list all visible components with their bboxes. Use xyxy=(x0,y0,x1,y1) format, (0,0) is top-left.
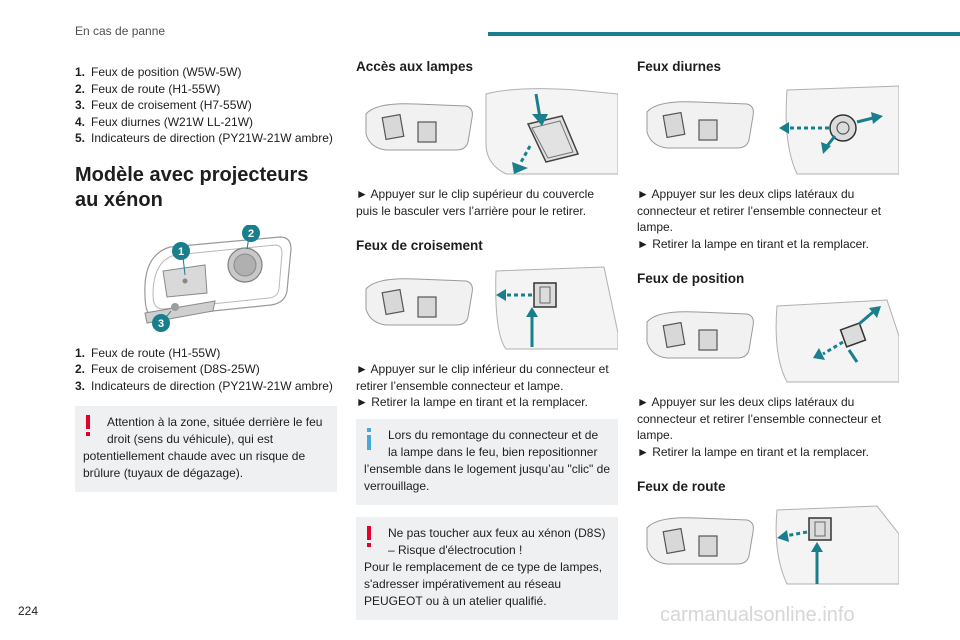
list-item: 1.Feux de route (H1-55W) xyxy=(75,345,221,360)
warning-note-xenon: Ne pas toucher aux feux au xénon (D8S) –… xyxy=(356,516,618,620)
svg-text:1: 1 xyxy=(178,246,184,258)
position-diagram xyxy=(646,299,899,383)
list-item: 3.Indicateurs de direction (PY21W-21W am… xyxy=(75,378,333,393)
bulb-list-standard: 1.Feux de position (W5W-5W) 2.Feux de ro… xyxy=(75,64,337,147)
warning-icon xyxy=(367,525,371,547)
position-figure xyxy=(637,296,899,384)
high-beam-figure xyxy=(637,504,899,586)
high-beam-diagram xyxy=(646,505,899,585)
xenon-section-title: Modèle avec projecteurs au xénon xyxy=(75,163,309,211)
list-item: 4.Feux diurnes (W21W LL-21W) xyxy=(75,114,254,129)
running-header: En cas de panne xyxy=(75,24,166,38)
list-item: 2.Feux de route (H1-55W) xyxy=(75,81,221,96)
position-section-title: Feux de position xyxy=(637,271,745,286)
low-beam-section-title: Feux de croisement xyxy=(356,238,483,253)
info-note-reassembly: Lors du remontage du connecteur et de la… xyxy=(356,418,618,505)
headlamp-diagram: 1 2 3 xyxy=(144,224,292,332)
access-instruction: ► Appuyer sur le clip supérieur du couve… xyxy=(356,187,594,218)
svg-text:3: 3 xyxy=(158,318,164,330)
callout-1: 1 xyxy=(172,241,190,260)
callout-3: 3 xyxy=(152,313,170,332)
drl-figure xyxy=(637,84,899,176)
svg-text:2: 2 xyxy=(248,228,254,240)
list-item: 3.Feux de croisement (H7-55W) xyxy=(75,98,252,112)
xenon-headlamp-figure: 1 2 3 xyxy=(75,224,337,333)
warning-note-hot-zone: Attention à la zone, située derrière le … xyxy=(75,406,337,492)
drl-section-title: Feux diurnes xyxy=(637,59,722,74)
low-beam-instruction-1: ► Appuyer sur le clip inférieur du conne… xyxy=(356,362,609,393)
column-middle: Accès aux lampes ► Appuyer sur le clip s… xyxy=(356,58,618,620)
column-right: Feux diurnes ► Appuyer sur les deux clip… xyxy=(637,58,899,586)
info-icon xyxy=(367,427,371,450)
list-item: 2.Feux de croisement (D8S-25W) xyxy=(75,362,260,376)
low-beam-figure xyxy=(356,263,618,351)
warning-icon xyxy=(86,415,90,436)
list-item: 1.Feux de position (W5W-5W) xyxy=(75,65,242,79)
position-instruction-2: ► Retirer la lampe en tirant et la rempl… xyxy=(637,444,869,459)
position-instruction-1: ► Appuyer sur les deux clips latéraux du… xyxy=(637,395,882,442)
watermark: carmanualsonline.info xyxy=(660,604,855,626)
low-beam-instruction-2: ► Retirer la lampe en tirant et la rempl… xyxy=(356,395,588,409)
header-accent-bar xyxy=(488,32,960,36)
list-item: 5.Indicateurs de direction (PY21W-21W am… xyxy=(75,131,333,145)
access-section-title: Accès aux lampes xyxy=(356,59,474,74)
high-beam-section-title: Feux de route xyxy=(637,479,726,494)
page-number: 224 xyxy=(18,604,39,618)
low-beam-diagram xyxy=(365,266,618,350)
drl-instruction-1: ► Appuyer sur les deux clips latéraux du… xyxy=(637,187,882,234)
drl-instruction-2: ► Retirer la lampe en tirant et la rempl… xyxy=(637,236,869,251)
drl-diagram xyxy=(646,85,899,175)
column-left: 1.Feux de position (W5W-5W) 2.Feux de ro… xyxy=(75,58,337,492)
bulb-list-xenon: 1.Feux de route (H1-55W) 2.Feux de crois… xyxy=(75,345,337,395)
cover-removal-diagram xyxy=(365,88,618,175)
callout-2: 2 xyxy=(242,224,260,242)
access-figure xyxy=(356,84,618,176)
